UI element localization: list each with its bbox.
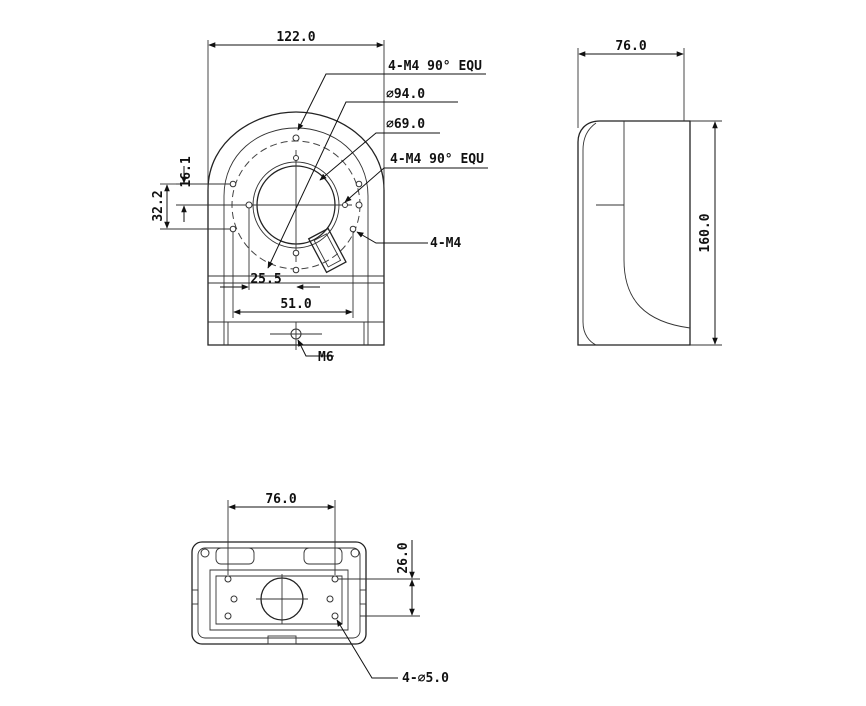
mount-hole-bottom [292, 249, 300, 257]
bottom-hole-br [331, 612, 339, 620]
bottom-view: 76.0 26.0 4-∅5.0 [191, 492, 449, 686]
bottom-offset-label: 26.0 [396, 542, 411, 573]
dim-51-label: 51.0 [280, 297, 311, 312]
bottom-notch-right [359, 589, 367, 605]
front-body-outline [207, 111, 385, 346]
bottom-hole-tr [331, 575, 339, 583]
mount-hole-right-inner [342, 202, 348, 208]
dim-32-2-label: 32.2 [151, 190, 166, 221]
mount-hole-right-lower [349, 225, 357, 233]
leader-m6 [297, 339, 334, 357]
bottom-hole-ml [230, 595, 238, 603]
mount-hole-left [245, 201, 253, 209]
leader-m4 [356, 231, 428, 244]
callout-bottom-holes: 4-∅5.0 [402, 671, 449, 686]
corner-screw-right [350, 548, 360, 558]
front-view: 122.0 4-M4 90° EQU ∅94.0 ∅69.0 4-M4 90° … [151, 30, 488, 365]
bottom-plate [209, 569, 349, 631]
leader-dia69 [319, 132, 440, 181]
side-depth-label: 76.0 [615, 39, 646, 54]
cable-gland [307, 227, 347, 274]
slot-right [303, 547, 343, 565]
callout-top-equ: 4-M4 90° EQU [388, 59, 482, 74]
bottom-outline [191, 541, 367, 645]
bottom-hole-bl [224, 612, 232, 620]
leader-mid-equ [344, 167, 488, 203]
callout-dia94: ∅94.0 [386, 87, 425, 102]
mount-hole-left-upper [229, 180, 237, 188]
leader-bottom-holes [336, 619, 398, 679]
bottom-hole-tl [224, 575, 232, 583]
side-height-label: 160.0 [698, 213, 713, 252]
side-view: 76.0 160.0 [577, 39, 722, 346]
bottom-hole-mr [326, 595, 334, 603]
side-body-outline [577, 120, 691, 346]
side-lower-curve [623, 259, 691, 329]
mount-hole-left-lower [229, 225, 237, 233]
mount-hole-top-inner [293, 155, 299, 161]
side-inner-profile [582, 122, 597, 346]
mount-hole-right-upper [355, 180, 363, 188]
leader-top-equ [297, 73, 486, 131]
callout-mid-equ: 4-M4 90° EQU [390, 152, 484, 167]
bottom-spacing-label: 76.0 [265, 492, 296, 507]
callout-m6: M6 [318, 350, 334, 365]
dim-25-5-label: 25.5 [250, 272, 281, 287]
mount-hole-top [292, 134, 300, 142]
mount-hole-bottom-2 [292, 266, 300, 274]
bottom-notch-left [191, 589, 199, 605]
mount-hole-right [355, 201, 363, 209]
callout-dia69: ∅69.0 [386, 117, 425, 132]
slot-left [215, 547, 255, 565]
dim-width-label: 122.0 [276, 30, 315, 45]
bottom-inner-outline [197, 547, 361, 639]
callout-m4: 4-M4 [430, 236, 461, 251]
front-body-inner-arch [223, 127, 369, 345]
dim-16-1-label: 16.1 [179, 156, 194, 187]
corner-screw-left [200, 548, 210, 558]
bottom-tab [267, 635, 297, 645]
leader-dia94 [267, 101, 458, 269]
